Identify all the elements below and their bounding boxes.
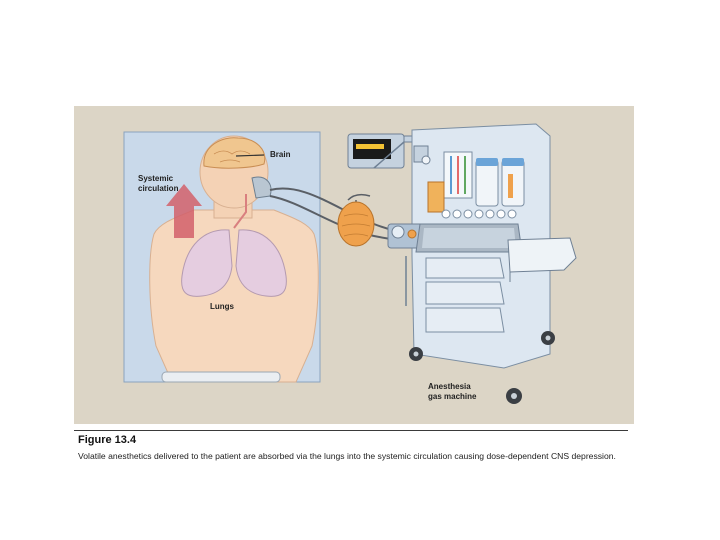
systemic-circulation-label: Systemic circulation (138, 174, 179, 193)
control-knobs (441, 209, 517, 219)
canister-icon (427, 181, 445, 213)
right-lung-icon (235, 229, 287, 297)
bed-icon (161, 371, 281, 383)
lungs-label: Lungs (210, 302, 234, 311)
figure-caption: Volatile anesthetics delivered to the pa… (78, 451, 616, 461)
anesthesia-illustration (123, 123, 577, 404)
figure-number: Figure 13.4 (78, 434, 137, 446)
side-tray-icon (507, 237, 577, 273)
figure-panel: Brain Systemic circulation Lungs Anesthe… (74, 106, 634, 424)
left-lung-icon (181, 229, 233, 297)
vaporizer-1-icon (475, 159, 499, 207)
drawers-icon (425, 257, 505, 333)
caption-divider (74, 430, 628, 431)
machine-label: Anesthesia gas machine (428, 382, 477, 401)
circulation-arrow-icon (166, 184, 202, 238)
brain-icon (203, 137, 266, 169)
brain-label: Brain (270, 150, 291, 159)
